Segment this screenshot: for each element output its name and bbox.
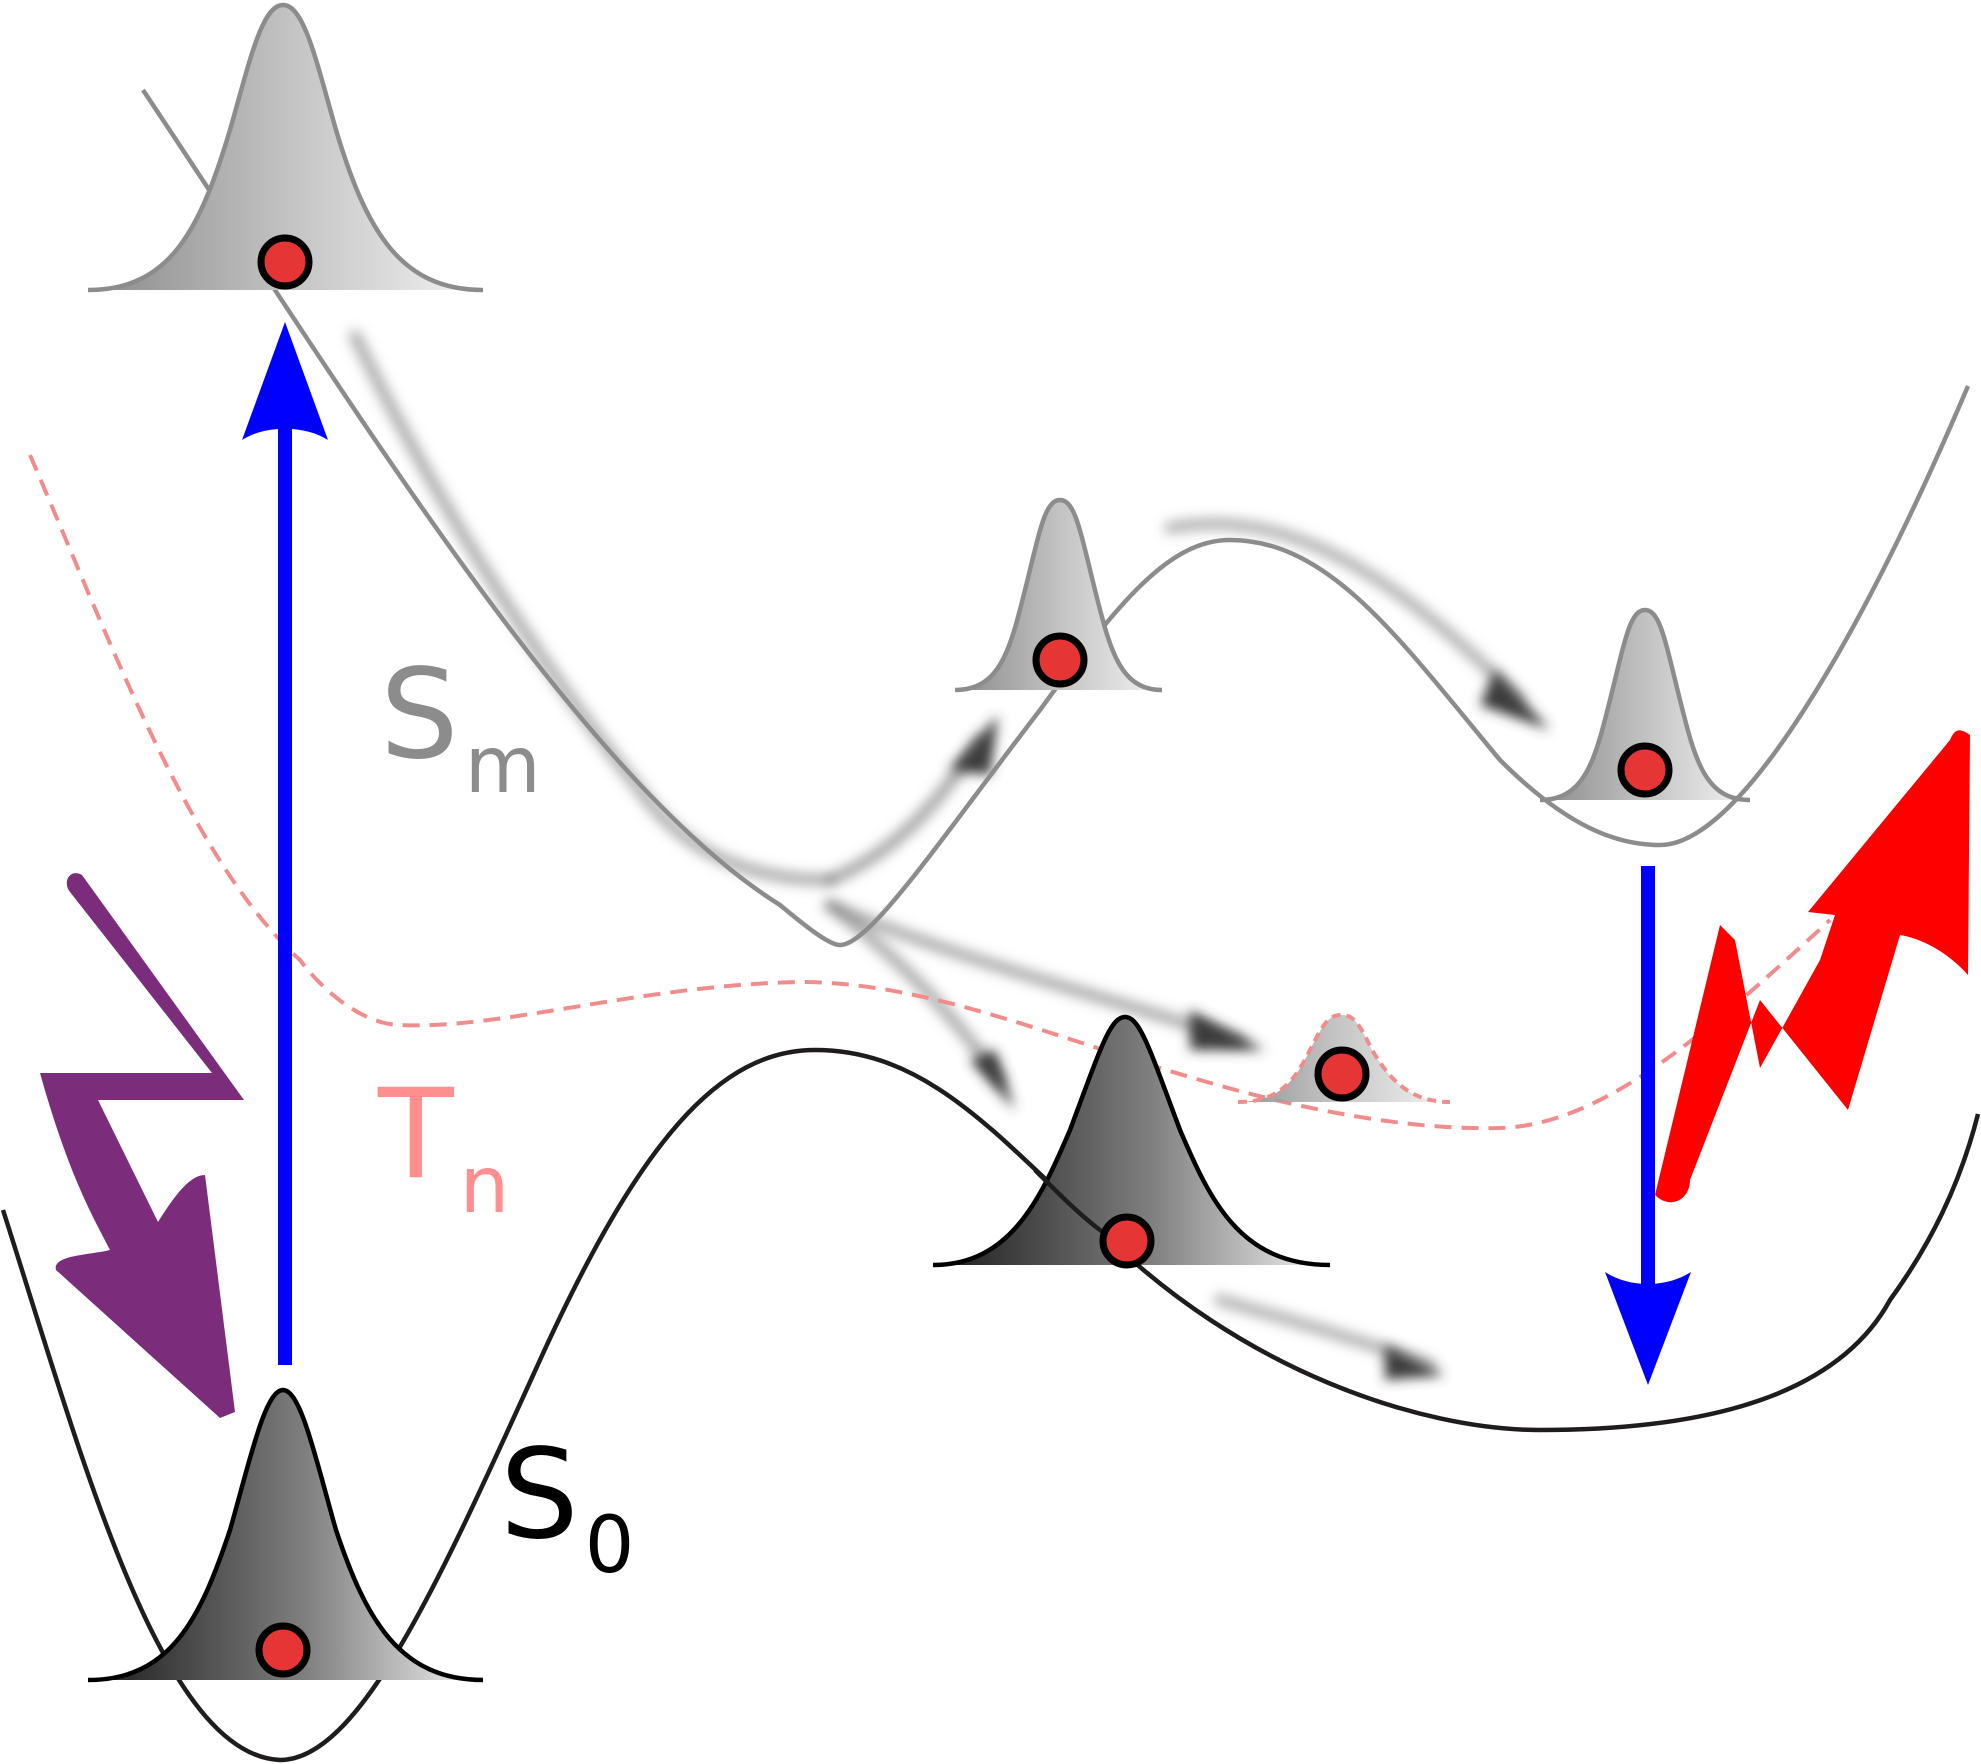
pathway-descent	[349, 330, 836, 886]
excited-state-curve	[141, 88, 1971, 948]
excitation-arrow	[242, 322, 328, 1365]
particle-sm-middle	[1032, 632, 1088, 688]
ground-state-curve	[0, 1047, 1981, 1763]
arrowhead-to-ground	[970, 1050, 1015, 1110]
pathway-arrowheads	[950, 670, 1550, 1380]
wavepacket-sm-middle	[954, 497, 1163, 693]
label-sm: Sm	[380, 643, 541, 811]
pathway-over-barrier	[1164, 517, 1526, 706]
wavepacket-ground-left	[87, 1387, 484, 1683]
label-s0-main: S	[500, 1423, 579, 1567]
arrowhead-to-triplet	[1190, 1010, 1265, 1050]
label-tn-main: T	[377, 1063, 455, 1207]
pathway-up-branch	[824, 734, 986, 886]
pathway-to-triplet	[824, 899, 1246, 1046]
arrowhead-over-barrier	[1480, 670, 1550, 730]
label-sm-sub: m	[465, 721, 541, 811]
particle-top-left	[257, 234, 313, 290]
wavepacket-ground-middle	[932, 1014, 1331, 1268]
particle-ground-middle	[1099, 1213, 1155, 1269]
particle-sm-right	[1617, 742, 1673, 798]
relaxation-pathways	[349, 330, 1526, 1371]
arrowhead-ground-slide	[1385, 1345, 1445, 1380]
pathway-to-ground	[824, 899, 1006, 1086]
label-tn-sub: n	[460, 1141, 509, 1231]
arrowhead-up-branch	[950, 715, 998, 775]
particle-triplet	[1314, 1046, 1370, 1102]
triplet-curve	[28, 454, 1832, 1131]
wavepacket-sm-right	[1539, 607, 1751, 803]
particle-ground-left	[255, 1622, 311, 1678]
label-tn: Tn	[377, 1063, 509, 1231]
emission-down-arrow	[1605, 866, 1691, 1385]
label-s0: S0	[500, 1423, 634, 1591]
emission-bolt-icon	[1655, 730, 1970, 1203]
label-s0-sub: 0	[585, 1501, 635, 1591]
absorption-bolt-icon	[40, 873, 244, 1418]
wavepacket-top-left	[87, 2, 484, 293]
label-sm-main: S	[380, 643, 459, 787]
